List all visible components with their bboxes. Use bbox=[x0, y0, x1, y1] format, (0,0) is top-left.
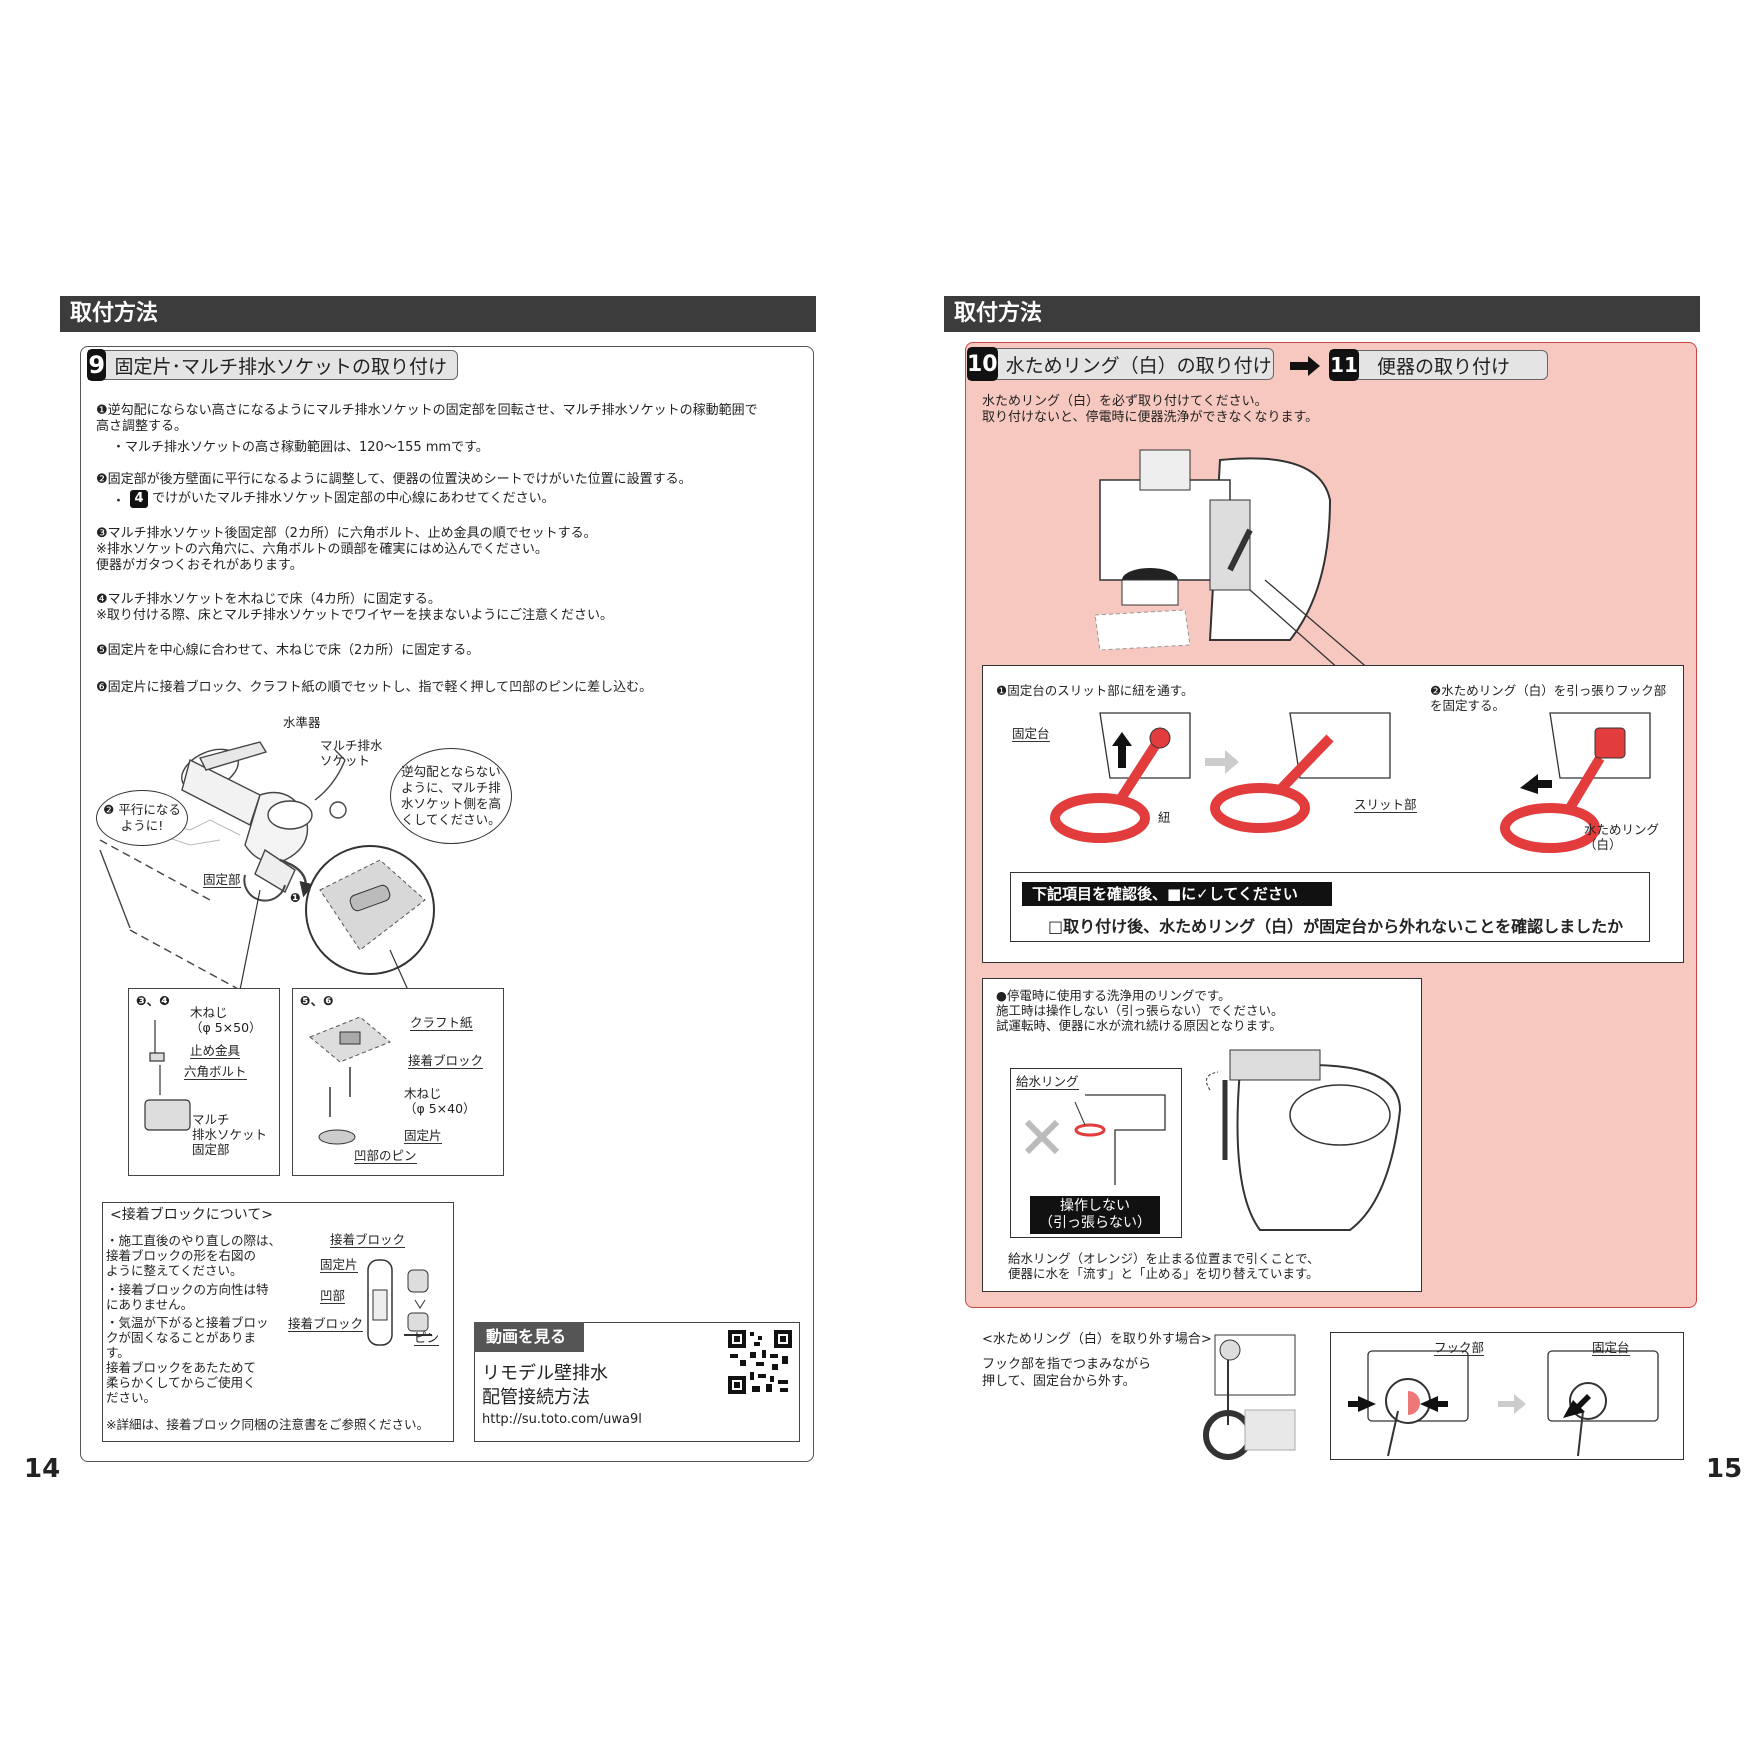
bubble-parallel-note: ❷ 平行になる ように! bbox=[96, 790, 188, 846]
adhesive-note-item-3: ・気温が下がると接着ブロッ クが固くなることがありま す。 接着ブロックをあたた… bbox=[106, 1315, 269, 1405]
instruction-2-note: でけがいたマルチ排水ソケット固定部の中心線にあわせてください。 bbox=[152, 491, 555, 506]
ring-sub-step-1: ❶固定台のスリット部に紐を通す。 bbox=[996, 683, 1194, 698]
detail-5-6-fixing-piece: 固定片 bbox=[404, 1128, 442, 1144]
adhesive-note-box bbox=[102, 1202, 454, 1442]
label-marker-1: ❶ bbox=[290, 890, 301, 905]
zoom-circle-illustration bbox=[305, 845, 435, 975]
step9-number: 9 bbox=[87, 349, 107, 381]
detail-3-4-socket-fix: マルチ 排水ソケット 固定部 bbox=[192, 1112, 268, 1157]
detail-3-4-title: ❸、❹ bbox=[136, 993, 170, 1008]
left-page-number: 14 bbox=[24, 1454, 61, 1484]
adhesive-shape-illustration bbox=[367, 1259, 432, 1346]
remove-title: <水ためリング（白）を取り外す場合> bbox=[982, 1332, 1212, 1347]
do-not-operate-label: 操作しない （引っ張らない） bbox=[1030, 1196, 1160, 1234]
detail-3-4-wood-screw: 木ねじ （φ 5×50） bbox=[190, 1005, 262, 1035]
callout-lines bbox=[239, 889, 409, 991]
bubble-slope-note: 逆勾配とならない ように、マルチ排 水ソケット側を高 くしてください。 bbox=[390, 748, 512, 844]
step10-number: 10 bbox=[967, 347, 998, 381]
label-level: 水準器 bbox=[283, 715, 321, 730]
adhesive-fig-bottom-label: 接着ブロック bbox=[288, 1316, 364, 1332]
label-socket: マルチ排水 ソケット bbox=[320, 738, 383, 768]
detail-box-5-6 bbox=[292, 988, 504, 1176]
ring-steps-illustration bbox=[1050, 712, 1651, 853]
remove-steps-illustration bbox=[1348, 1350, 1659, 1457]
right-section-title: 取付方法 bbox=[944, 296, 1700, 332]
label-supply-ring: 給水リング bbox=[1016, 1074, 1079, 1090]
detail-3-4-stopper: 止め金具 bbox=[190, 1043, 241, 1059]
adhesive-fig-top-label: 接着ブロック bbox=[330, 1232, 406, 1248]
label-string: 紐 bbox=[1158, 810, 1171, 825]
video-title: リモデル壁排水 配管接続方法 bbox=[482, 1363, 608, 1408]
detail-5-6-title: ❺、❻ bbox=[300, 993, 334, 1008]
right-page-number: 15 bbox=[1706, 1454, 1743, 1484]
adhesive-fig-pin-label: ピン bbox=[414, 1330, 440, 1346]
video-header: 動画を見る bbox=[474, 1322, 584, 1352]
step11-title: 便器の取り付け bbox=[1377, 355, 1511, 378]
supply-ring-detail-illustration bbox=[1024, 1094, 1166, 1185]
socket-assembly-illustration bbox=[99, 741, 347, 991]
check-item[interactable]: □取り付け後、水ためリング（白）が固定台から外れないことを確認しましたか bbox=[1048, 917, 1624, 936]
label-fixing-part: 固定部 bbox=[203, 872, 241, 888]
adhesive-fig-fixing-label: 固定片 bbox=[320, 1257, 358, 1273]
detail-5-6-kraft: クラフト紙 bbox=[410, 1015, 473, 1031]
label-remove-base: 固定台 bbox=[1592, 1340, 1630, 1356]
adhesive-note-title: <接着ブロックについて> bbox=[110, 1207, 274, 1223]
check-header: 下記項目を確認後、■に✓してください bbox=[1022, 882, 1332, 906]
detail-5-6-adhesive: 接着ブロック bbox=[408, 1053, 484, 1069]
label-slit: スリット部 bbox=[1354, 797, 1417, 813]
toilet-bowl-illustration bbox=[1205, 1049, 1402, 1231]
label-hook: フック部 bbox=[1434, 1340, 1485, 1356]
instruction-1-note: ・マルチ排水ソケットの高さ稼動範囲は、120～155 mmです。 bbox=[112, 440, 489, 455]
instruction-2: ❷固定部が後方壁面に平行になるように調整して、便器の位置決めシートでけがいた位置… bbox=[96, 472, 692, 487]
label-water-ring: 水ためリング （白） bbox=[1584, 822, 1660, 852]
detail-5-6-wood-screw: 木ねじ （φ 5×40） bbox=[404, 1086, 476, 1116]
instruction-3: ❸マルチ排水ソケット後固定部（2カ所）に六角ボルト、止め金具の順でセットする。 … bbox=[96, 526, 597, 573]
ring-sub-step-2: ❷水ためリング（白）を引っ張りフック部 を固定する。 bbox=[1430, 683, 1667, 713]
remove-overview-illustration bbox=[1203, 1334, 1296, 1460]
step9-title: 固定片･マルチ排水ソケットの取り付け bbox=[114, 355, 447, 378]
instruction-1: ❶逆勾配にならない高さになるようにマルチ排水ソケットの固定部を回転させ、マルチ排… bbox=[96, 403, 758, 434]
qr-code-icon[interactable] bbox=[728, 1330, 792, 1394]
left-section-title: 取付方法 bbox=[60, 296, 816, 332]
arrow-right-icon bbox=[1290, 356, 1320, 376]
adhesive-fig-recess-label: 凹部 bbox=[320, 1288, 346, 1304]
fixing-piece-illustration bbox=[309, 1016, 391, 1145]
instruction-2-bullet: ・ bbox=[112, 494, 126, 509]
step9-header: 9 固定片･マルチ排水ソケットの取り付け bbox=[87, 349, 458, 381]
step11-number: 11 bbox=[1329, 349, 1359, 381]
step10-intro: 水ためリング（白）を必ず取り付けてください。 取り付けないと、停電時に便器洗浄が… bbox=[982, 394, 1319, 425]
toilet-tank-illustration bbox=[1094, 449, 1371, 671]
supply-ring-note: ●停電時に使用する洗浄用のリングです。 施工時は操作しない（引っ張らない）でくだ… bbox=[996, 988, 1284, 1033]
label-fixing-base: 固定台 bbox=[1012, 726, 1050, 742]
video-url[interactable]: http://su.toto.com/uwa9l bbox=[482, 1412, 642, 1427]
adhesive-note-item-4: ※詳細は、接着ブロック同梱の注意書をご参照ください。 bbox=[106, 1417, 429, 1432]
adhesive-note-item-2: ・接着ブロックの方向性は特 にありません。 bbox=[106, 1282, 269, 1312]
remove-text: フック部を指でつまみながら 押して、固定台から外す。 bbox=[982, 1357, 1152, 1389]
step11-header: 11 便器の取り付け bbox=[1329, 349, 1548, 381]
detail-3-4-hex-bolt: 六角ボルト bbox=[184, 1064, 247, 1080]
step10-header: 10 水ためリング（白）の取り付け bbox=[967, 347, 1274, 381]
instruction-6: ❻固定片に接着ブロック、クラフト紙の順でセットし、指で軽く押して凹部のピンに差し… bbox=[96, 680, 653, 695]
step10-title: 水ためリング（白）の取り付け bbox=[1005, 354, 1272, 377]
detail-5-6-recess-pin: 凹部のピン bbox=[354, 1148, 417, 1164]
detail-box-3-4 bbox=[128, 988, 280, 1176]
step4-ref-badge: 4 bbox=[130, 490, 148, 508]
supply-ring-footer: 給水リング（オレンジ）を止まる位置まで引くことで、 便器に水を「流す」と「止める… bbox=[1008, 1251, 1320, 1281]
instruction-5: ❺固定片を中心線に合わせて、木ねじで床（2カ所）に固定する。 bbox=[96, 643, 480, 658]
adhesive-note-item-1: ・施工直後のやり直しの際は、 接着ブロックの形を右図の ように整えてください。 bbox=[106, 1233, 282, 1278]
bolt-stack-illustration bbox=[144, 1020, 191, 1131]
instruction-4: ❹マルチ排水ソケットを木ねじで床（4カ所）に固定する。 ※取り付ける際、床とマル… bbox=[96, 592, 613, 623]
